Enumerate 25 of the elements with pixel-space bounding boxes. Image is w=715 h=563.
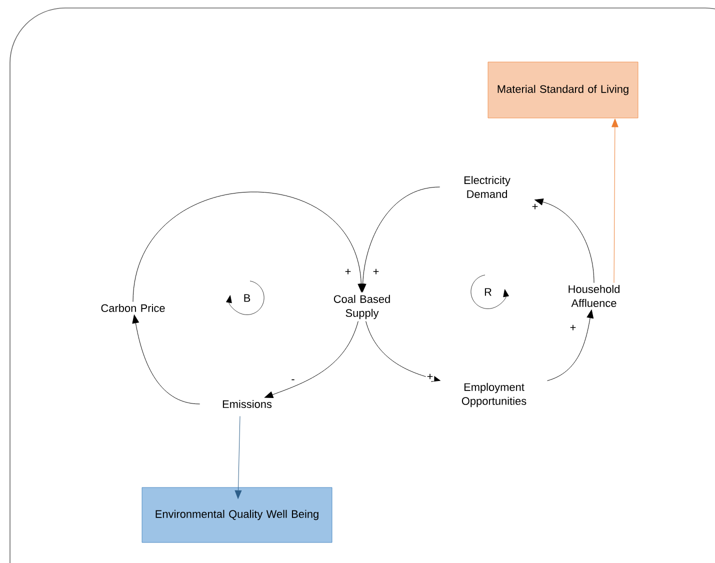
polarity-sign: + — [373, 268, 379, 274]
polarity-sign: + — [427, 374, 433, 380]
polarity-sign: + — [532, 204, 538, 210]
arrow — [234, 416, 242, 499]
outcome-box: Material Standard of Living — [488, 62, 638, 118]
variable-label: Household Affluence — [568, 285, 620, 307]
arrow — [132, 314, 200, 404]
polarity-sign: - — [292, 379, 294, 380]
variable-label: Electricity Demand — [464, 176, 510, 198]
loop-label: B — [244, 294, 250, 302]
arrow — [534, 198, 594, 284]
arrow — [547, 310, 594, 381]
arrow — [359, 186, 440, 292]
variable-label: Emissions — [222, 400, 272, 408]
polarity-sign: + — [345, 268, 351, 274]
polarity-sign: + — [570, 324, 576, 330]
outcome-box: Environmental Quality Well Being — [142, 487, 332, 543]
variable-label: Coal Based Supply — [334, 294, 390, 320]
variable-label: Carbon Price — [101, 304, 165, 312]
arrow — [612, 118, 618, 284]
variable-label: Employment Opportunities — [462, 382, 526, 408]
arrow — [132, 192, 365, 302]
arrow — [264, 321, 358, 398]
loop-label: R — [484, 288, 492, 296]
arrow — [366, 321, 440, 382]
